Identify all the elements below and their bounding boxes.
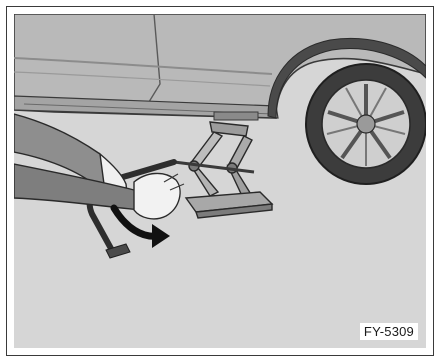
tire (306, 64, 426, 184)
jack-operation-illustration: FY-5309 (14, 14, 426, 348)
figure-code: FY-5309 (360, 323, 418, 340)
jacking-point (214, 112, 258, 120)
